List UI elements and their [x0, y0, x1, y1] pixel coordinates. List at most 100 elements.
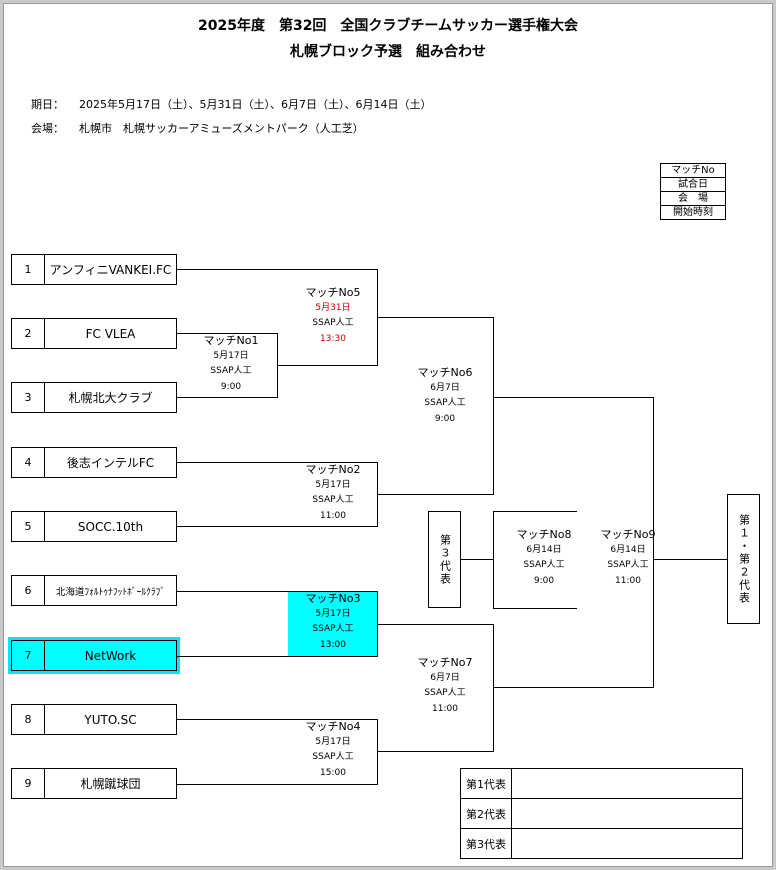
match-2: マッチNo2 5月17日 SSAP人工 11:00: [288, 462, 378, 524]
dates-label: 期日：: [31, 98, 64, 111]
bracket-line: [177, 656, 377, 657]
match-7: マッチNo7 6月7日 SSAP人工 11:00: [400, 655, 490, 717]
venue-value: 札幌市 札幌サッカーアミューズメントパーク（人工芝）: [79, 122, 364, 135]
match-venue: SSAP人工: [523, 560, 565, 570]
bracket-line: [177, 462, 377, 463]
bracket-line: [493, 397, 653, 398]
team-name: NetWork: [84, 648, 137, 663]
match-time: 11:00: [615, 575, 641, 586]
match-venue: SSAP人工: [424, 688, 466, 698]
bracket-line: [177, 397, 277, 398]
legend-venue: 会 場: [660, 191, 726, 206]
bracket-line: [377, 317, 493, 318]
match-time: 9:00: [434, 413, 456, 424]
match-venue: SSAP人工: [607, 560, 649, 570]
legend-start-time: 開始時刻: [660, 205, 726, 220]
team-name: SOCC.10th: [77, 519, 144, 534]
match-time: 9:00: [220, 381, 242, 392]
third-representative-box: 第３代表: [428, 511, 461, 608]
match-title: マッチNo1: [203, 334, 259, 347]
match-title: マッチNo9: [600, 528, 656, 541]
team-name: FC VLEA: [85, 326, 136, 341]
match-date: 6月14日: [526, 544, 562, 555]
match-time: 11:00: [320, 510, 346, 521]
bracket-line: [377, 494, 493, 495]
match-1: マッチNo1 5月17日 SSAP人工 9:00: [186, 333, 276, 395]
result-value-3: [511, 828, 743, 859]
match-9: マッチNo9 6月14日 SSAP人工 11:00: [583, 527, 673, 589]
match-title: マッチNo7: [417, 656, 473, 669]
team-7-highlighted: 7 NetWork: [8, 637, 180, 674]
results-table: 第1代表 第2代表 第3代表: [460, 768, 743, 859]
match-date: 6月7日: [430, 672, 460, 683]
bracket-line: [653, 397, 654, 688]
bracket-line: [177, 333, 277, 334]
bracket-line: [177, 269, 377, 270]
bracket-line: [493, 608, 577, 609]
bracket-line: [177, 784, 377, 785]
bracket-line: [493, 317, 494, 495]
match-venue: SSAP人工: [312, 624, 354, 634]
team-1: 1 アンフィニVANKEI.FC: [11, 254, 177, 285]
match-title: マッチNo2: [305, 463, 361, 476]
match-date: 6月14日: [610, 544, 646, 555]
team-name: 札幌北大クラブ: [68, 391, 153, 405]
bracket-line: [460, 559, 494, 560]
page-subtitle: 札幌ブロック予選 組み合わせ: [290, 44, 486, 60]
match-venue: SSAP人工: [312, 495, 354, 505]
match-title: マッチNo5: [305, 286, 361, 299]
match-8: マッチNo8 6月14日 SSAP人工 9:00: [499, 527, 589, 589]
match-venue: SSAP人工: [312, 752, 354, 762]
bracket-line: [377, 719, 378, 785]
bracket-line: [177, 591, 377, 592]
match-venue: SSAP人工: [312, 318, 354, 328]
bracket-line: [177, 526, 377, 527]
match-time: 9:00: [533, 575, 555, 586]
match-time: 13:00: [320, 639, 346, 650]
team-3: 3 札幌北大クラブ: [11, 382, 177, 413]
match-time: 15:00: [320, 767, 346, 778]
match-title: マッチNo4: [305, 720, 361, 733]
dates-value: 2025年5月17日（土）、5月31日（土）、6月7日（土）、6月14日（土）: [79, 98, 432, 111]
team-number: 9: [12, 769, 45, 798]
team-number: 4: [12, 448, 45, 477]
legend-table: マッチNo 試合日 会 場 開始時刻: [660, 163, 726, 220]
result-value-2: [511, 798, 743, 829]
bracket-line: [177, 719, 377, 720]
match-date: 5月17日: [213, 350, 249, 361]
team-name: 北海道ﾌｫﾙﾄｩﾅﾌｯﾄﾎﾞｰﾙｸﾗﾌﾞ: [55, 586, 166, 598]
team-5: 5 SOCC.10th: [11, 511, 177, 542]
bracket-line: [493, 687, 653, 688]
match-time: 11:00: [432, 703, 458, 714]
team-number: 3: [12, 383, 45, 412]
team-9: 9 札幌蹴球団: [11, 768, 177, 799]
bracket-line: [493, 511, 494, 609]
team-number: 7: [12, 641, 45, 670]
match-date: 5月17日: [315, 736, 351, 747]
match-title: マッチNo8: [516, 528, 572, 541]
team-name: 札幌蹴球団: [80, 777, 141, 791]
match-5: マッチNo5 5月31日 SSAP人工 13:30: [288, 285, 378, 347]
match-date: 5月31日: [315, 302, 351, 313]
result-label-2: 第2代表: [460, 798, 512, 829]
match-3: マッチNo3 5月17日 SSAP人工 13:00: [288, 591, 378, 653]
team-number: 5: [12, 512, 45, 541]
team-name: 後志インテルFC: [66, 456, 155, 470]
match-time: 13:30: [320, 333, 346, 344]
team-number: 1: [12, 255, 45, 284]
team-name: アンフィニVANKEI.FC: [49, 263, 172, 277]
team-name: YUTO.SC: [84, 712, 137, 727]
venue-label: 会場：: [31, 122, 64, 135]
bracket-line: [493, 624, 494, 752]
page-title: 2025年度 第32回 全国クラブチームサッカー選手権大会: [197, 18, 579, 34]
result-value-1: [511, 768, 743, 799]
match-3-highlight: [288, 591, 377, 656]
bracket-line: [377, 624, 493, 625]
match-6: マッチNo6 6月7日 SSAP人工 9:00: [400, 365, 490, 427]
match-date: 5月17日: [315, 608, 351, 619]
legend-date: 試合日: [660, 177, 726, 192]
match-4: マッチNo4 5月17日 SSAP人工 15:00: [288, 719, 378, 781]
